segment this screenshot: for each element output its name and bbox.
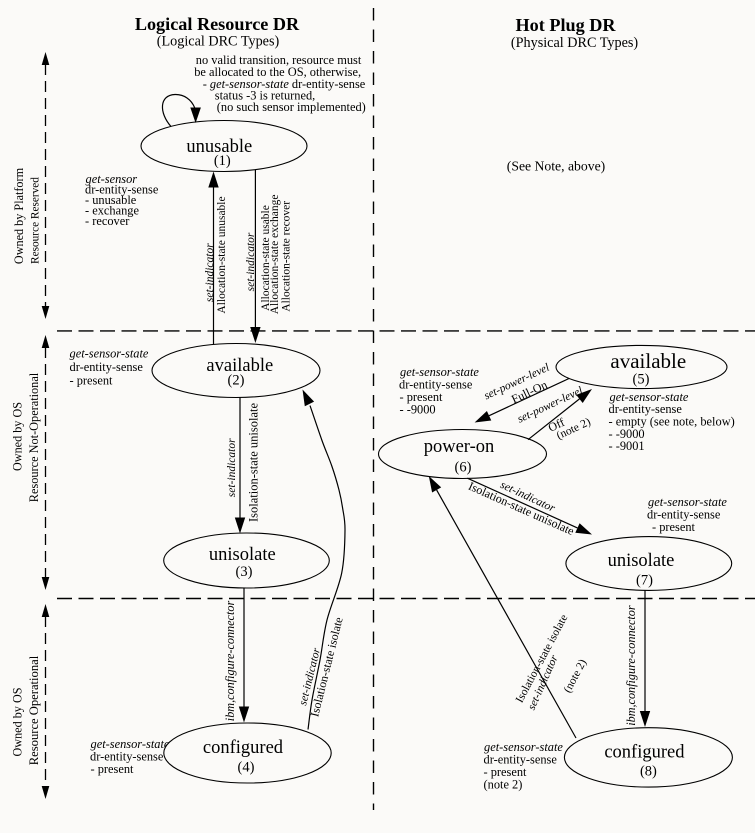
svg-text:(1): (1) <box>214 153 231 169</box>
svg-text:- present: - present <box>91 762 135 776</box>
svg-text:Allocation-state recover: Allocation-state recover <box>281 201 293 312</box>
svg-text:- unusable: - unusable <box>85 193 137 207</box>
svg-text:(Physical DRC Types): (Physical DRC Types) <box>511 35 638 51</box>
svg-text:unisolate: unisolate <box>608 551 675 571</box>
svg-text:no valid transition, resource: no valid transition, resource must <box>196 53 362 67</box>
svg-text:get-sensor-state: get-sensor-state <box>70 347 149 361</box>
svg-text:Resource Not-Operational: Resource Not-Operational <box>27 372 41 502</box>
svg-text:dr-entity-sense: dr-entity-sense <box>609 402 683 416</box>
svg-text:get-sensor-state: get-sensor-state <box>484 740 563 754</box>
svg-text:- -9001: - -9001 <box>609 439 645 453</box>
svg-text:available: available <box>206 356 273 376</box>
svg-text:get-sensor: get-sensor <box>86 172 138 186</box>
svg-text:status -3 is returned,: status -3 is returned, <box>215 89 315 103</box>
svg-text:ibm,configure-connector: ibm,configure-connector <box>223 601 237 722</box>
svg-text:- empty (see note, below): - empty (see note, below) <box>609 415 735 429</box>
svg-text:get-sensor-state: get-sensor-state <box>610 390 689 404</box>
svg-text:Resource Operational: Resource Operational <box>27 655 41 765</box>
svg-text:get-sensor-state: get-sensor-state <box>648 495 727 509</box>
svg-text:dr-entity-sense: dr-entity-sense <box>85 183 159 197</box>
svg-text:- exchange: - exchange <box>85 204 140 218</box>
svg-text:dr-entity-sense: dr-entity-sense <box>647 508 721 522</box>
svg-text:(Logical DRC Types): (Logical DRC Types) <box>157 34 280 50</box>
svg-text:(note 2): (note 2) <box>484 778 523 792</box>
svg-text:Owned by OS: Owned by OS <box>11 687 25 756</box>
svg-text:(4): (4) <box>238 760 255 776</box>
svg-text:(3): (3) <box>236 564 253 580</box>
svg-text:set-indicator: set-indicator <box>204 243 216 302</box>
svg-text:Owned by OS: Owned by OS <box>11 402 25 471</box>
svg-text:(6): (6) <box>455 460 472 476</box>
svg-text:(no such sensor implemented): (no such sensor implemented) <box>217 100 366 114</box>
svg-text:- present: - present <box>484 765 528 779</box>
svg-text:dr-entity-sense: dr-entity-sense <box>399 378 473 392</box>
svg-text:- present: - present <box>70 374 114 388</box>
svg-text:Allocation-state usable: Allocation-state usable <box>260 205 272 311</box>
svg-text:- present: - present <box>400 390 444 404</box>
svg-text:configured: configured <box>604 742 685 762</box>
svg-text:- present: - present <box>652 520 696 534</box>
svg-text:- recover: - recover <box>85 214 130 228</box>
svg-text:(2): (2) <box>228 373 245 389</box>
svg-text:dr-entity-sense: dr-entity-sense <box>70 360 144 374</box>
svg-text:(See Note, above): (See Note, above) <box>507 159 605 175</box>
svg-text:ibm,configure-connector: ibm,configure-connector <box>624 605 638 726</box>
svg-text:Owned by Platform: Owned by Platform <box>12 167 26 264</box>
svg-text:Off: Off <box>546 415 567 435</box>
svg-text:- get-sensor-state dr-entity-s: - get-sensor-state dr-entity-sense <box>203 77 366 91</box>
svg-text:Resource Reserved: Resource Reserved <box>30 177 42 264</box>
svg-text:(7): (7) <box>636 573 653 589</box>
svg-text:(8): (8) <box>640 764 657 780</box>
svg-text:be allocated to the OS, otherw: be allocated to the OS, otherwise, <box>194 65 361 79</box>
svg-text:unusable: unusable <box>186 137 252 157</box>
svg-text:Isolation-state unisolate: Isolation-state unisolate <box>247 403 261 523</box>
svg-text:dr-entity-sense: dr-entity-sense <box>90 750 164 764</box>
svg-text:available: available <box>610 349 686 373</box>
svg-text:- -9000: - -9000 <box>609 427 645 441</box>
svg-text:get-sensor-state: get-sensor-state <box>91 737 170 751</box>
svg-text:configured: configured <box>203 738 284 758</box>
svg-text:Allocation-state unusable: Allocation-state unusable <box>216 196 228 313</box>
svg-text:dr-entity-sense: dr-entity-sense <box>484 753 558 767</box>
svg-text:- -9000: - -9000 <box>400 403 436 417</box>
svg-text:(5): (5) <box>633 372 650 388</box>
svg-text:set-indicator: set-indicator <box>226 438 238 497</box>
svg-text:get-sensor-state: get-sensor-state <box>400 365 479 379</box>
svg-text:Logical Resource DR: Logical Resource DR <box>135 14 300 34</box>
svg-text:power-on: power-on <box>424 437 495 457</box>
svg-text:Hot Plug DR: Hot Plug DR <box>515 15 616 35</box>
svg-text:Allocation-state exchange: Allocation-state exchange <box>269 195 281 315</box>
svg-text:set-indicator: set-indicator <box>245 232 257 291</box>
svg-text:unisolate: unisolate <box>209 545 276 565</box>
